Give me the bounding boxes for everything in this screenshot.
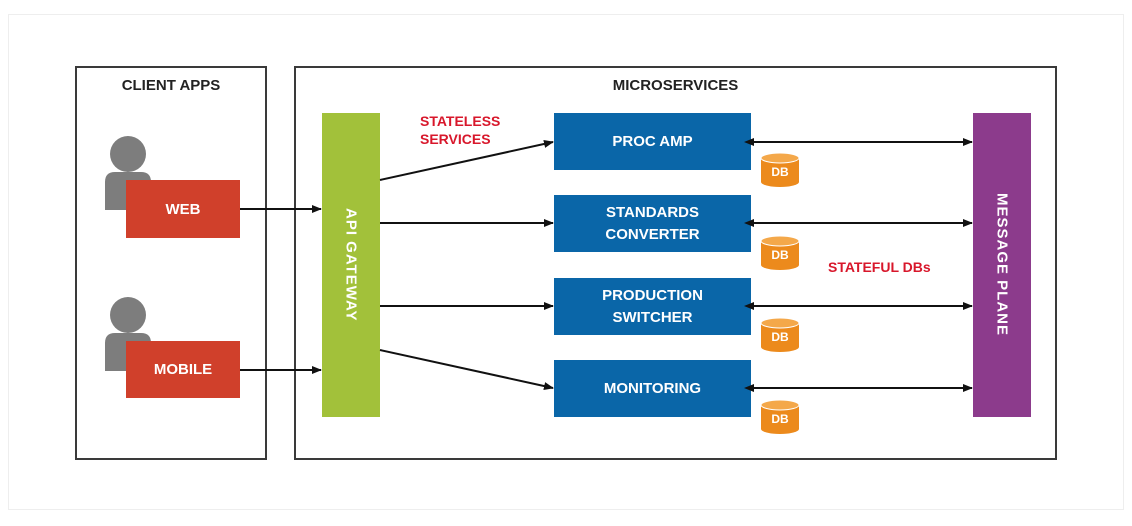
service-standards-converter: STANDARDS CONVERTER bbox=[554, 195, 751, 252]
api-gateway-label: API GATEWAY bbox=[342, 208, 360, 322]
db-label: DB bbox=[771, 412, 789, 426]
service-label: STANDARDS CONVERTER bbox=[605, 203, 700, 243]
diagram-frame bbox=[8, 14, 1124, 510]
mobile-client-label: MOBILE bbox=[153, 361, 213, 378]
mobile-client-box: MOBILE bbox=[126, 341, 240, 398]
db-icon: DB bbox=[760, 317, 800, 353]
arrow-gateway-to-monitoring bbox=[379, 349, 554, 390]
db-icon: DB bbox=[760, 235, 800, 271]
client-apps-group: CLIENT APPS bbox=[75, 66, 267, 460]
web-client-label: WEB bbox=[165, 200, 201, 218]
message-plane-bar: MESSAGE PLANE bbox=[973, 113, 1031, 417]
service-proc-amp: PROC AMP bbox=[554, 113, 751, 170]
arrow-gateway-to-proc-amp bbox=[379, 140, 554, 181]
service-label: PRODUCTION SWITCHER bbox=[602, 286, 703, 326]
service-production-switcher: PRODUCTION SWITCHER bbox=[554, 278, 751, 335]
db-icon: DB bbox=[760, 152, 800, 188]
db-icon: DB bbox=[760, 399, 800, 435]
api-gateway-bar: API GATEWAY bbox=[322, 113, 380, 417]
db-label: DB bbox=[771, 165, 789, 179]
message-plane-label: MESSAGE PLANE bbox=[993, 193, 1011, 337]
service-monitoring: MONITORING bbox=[554, 360, 751, 417]
web-client-box: WEB bbox=[126, 180, 240, 238]
client-apps-title: CLIENT APPS bbox=[121, 77, 221, 94]
microservices-group: MICROSERVICES bbox=[294, 66, 1057, 460]
stateful-dbs-label: STATEFUL DBs bbox=[828, 259, 931, 275]
microservices-title: MICROSERVICES bbox=[612, 77, 739, 94]
db-label: DB bbox=[771, 330, 789, 344]
stateless-services-label: STATELESS SERVICES bbox=[420, 113, 501, 147]
db-label: DB bbox=[771, 248, 789, 262]
service-label: PROC AMP bbox=[612, 132, 693, 150]
service-label: MONITORING bbox=[603, 379, 702, 397]
